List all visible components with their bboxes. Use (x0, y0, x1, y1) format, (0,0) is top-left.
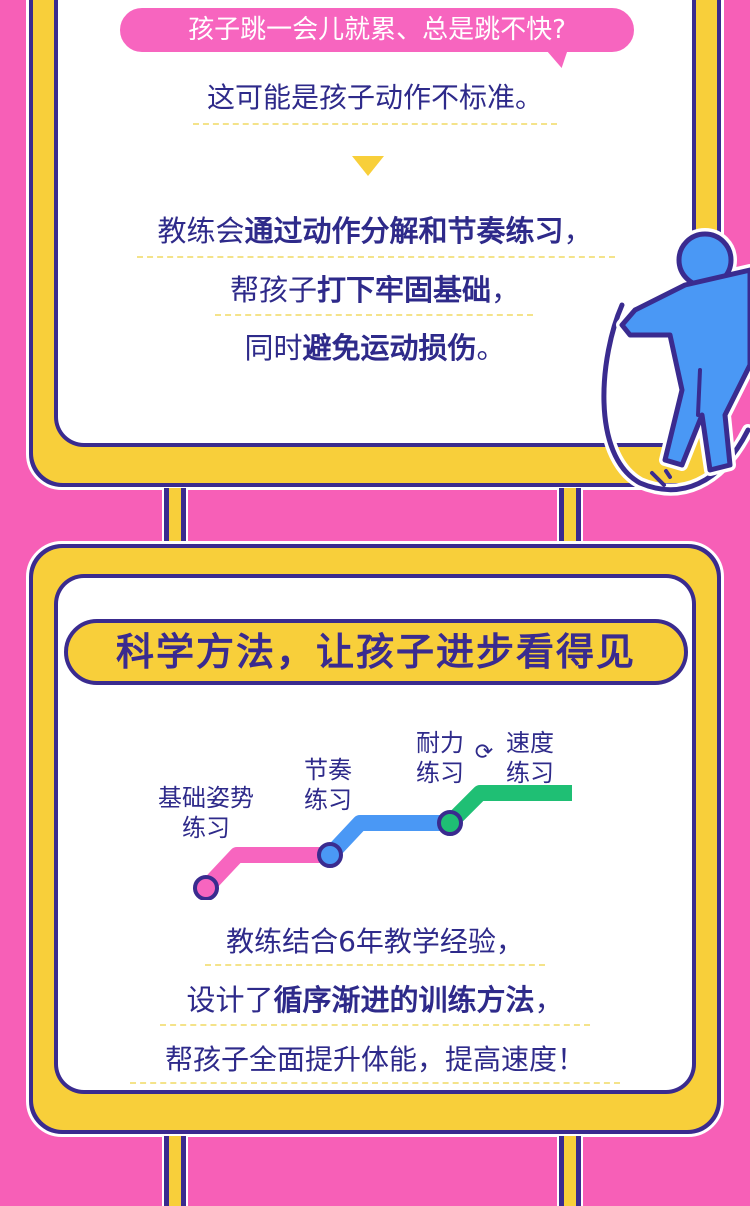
text-bold: 避免运动损伤 (302, 331, 477, 365)
step-label-line: 耐力 (416, 729, 464, 757)
step-label-endurance: 耐力 练习 (410, 728, 470, 788)
progress-path (193, 785, 572, 900)
dash-underline (137, 256, 615, 258)
step-label-speed: 速度 练习 (500, 728, 560, 788)
step-dot-3 (437, 810, 463, 836)
dash-underline (130, 1082, 620, 1084)
dash-underline (205, 964, 545, 966)
step-dot-1 (193, 875, 219, 900)
text-normal: 同时 (244, 331, 303, 365)
step-label-line: 速度 (506, 729, 554, 757)
method-line-1: 教练结合6年教学经验， (226, 925, 524, 958)
statement-line-2: 教练会通过动作分解和节奏练习， (0, 211, 750, 251)
statement-line-1: 这可能是孩子动作不标准。 (206, 81, 543, 114)
method-line-3: 帮孩子全面提升体能，提高速度！ (164, 1043, 585, 1076)
step-label-line: 节奏 (304, 756, 352, 784)
dash-underline (215, 314, 533, 316)
text-normal: 帮孩子 (229, 273, 317, 307)
text-bold: 打下牢固基础 (316, 273, 491, 307)
text-bold: 循序渐进的训练方法 (273, 983, 535, 1017)
step-label-line: 练习 (182, 814, 230, 842)
statement-line-3: 帮孩子打下牢固基础， (0, 270, 750, 310)
statement-line-4: 同时避免运动损伤。 (0, 328, 750, 368)
dash-underline (193, 123, 557, 125)
text-punct: 。 (476, 331, 506, 365)
text-punct: ， (563, 214, 593, 248)
sign-post-left (162, 488, 188, 550)
text-punct: ， (534, 983, 564, 1017)
step-label-line: 练习 (304, 786, 352, 814)
top-sign-panel (26, 0, 724, 490)
step-label-rhythm: 节奏 练习 (298, 755, 358, 815)
sign-post-left-bottom (162, 1136, 188, 1206)
cycle-arrows-icon: ⟳ (474, 740, 494, 765)
method-line-2: 设计了循序渐进的训练方法， (0, 980, 750, 1020)
section-title: 科学方法，让孩子进步看得见 (64, 619, 688, 685)
triangle-down-icon (352, 156, 384, 176)
step-dot-2 (317, 842, 343, 868)
dash-underline (160, 1024, 590, 1026)
text-normal: 教练会 (157, 214, 245, 248)
sign-post-right (557, 488, 583, 550)
text-bold: 通过动作分解和节奏练习 (244, 214, 564, 248)
sign-post-right-bottom (557, 1136, 583, 1206)
text-normal: 设计了 (186, 983, 274, 1017)
text-punct: ， (491, 273, 521, 307)
step-label-line: 练习 (506, 759, 554, 787)
question-bubble: 孩子跳一会儿就累、总是跳不快? (118, 6, 636, 54)
step-label-line: 基础姿势 (158, 784, 254, 812)
top-sign-content (58, 0, 692, 443)
step-label-basic-posture: 基础姿势 练习 (150, 783, 262, 843)
step-label-line: 练习 (416, 759, 464, 787)
jump-rope-figure-icon (597, 228, 750, 496)
bottom-sign-panel (26, 541, 724, 1137)
